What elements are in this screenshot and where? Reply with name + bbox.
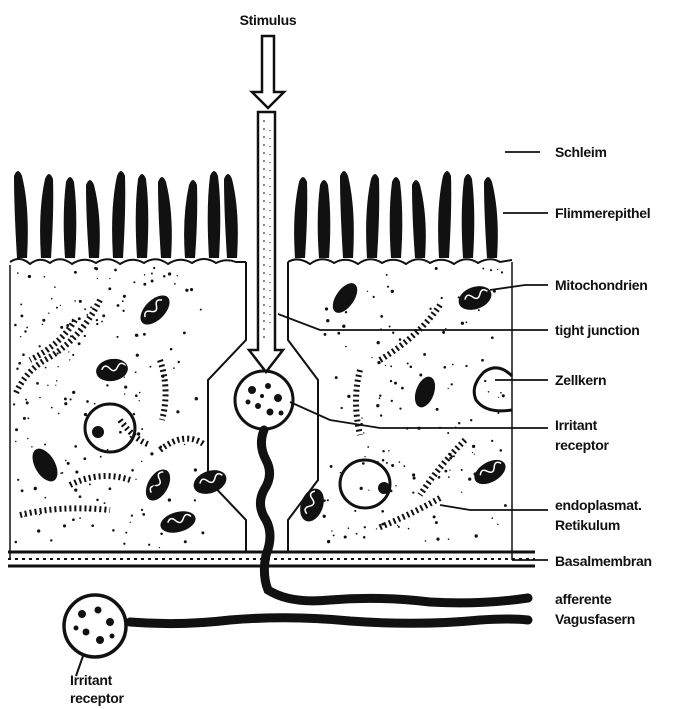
label-mitochondrien: Mitochondrien: [555, 277, 648, 293]
label-basalmembran: Basalmembran: [555, 553, 652, 569]
cilium: [14, 171, 28, 258]
cilium: [112, 171, 125, 258]
label-flimmerepithel: Flimmerepithel: [555, 205, 650, 221]
label-schleim: Schleim: [555, 144, 607, 160]
label-afferente-2: Vagusfasern: [555, 611, 635, 627]
afferent-vagus-fiber: [260, 430, 528, 603]
cilium: [158, 177, 172, 258]
label-stimulus: Stimulus: [240, 12, 297, 28]
mitochondrion: [470, 455, 509, 489]
label-irritant-receptor-2: receptor: [555, 437, 609, 453]
mitochondrion: [94, 356, 129, 383]
label-tight-junction: tight junction: [555, 322, 639, 338]
cilium: [64, 177, 77, 258]
label-afferente-1: afferente: [555, 591, 612, 607]
cilium: [136, 174, 149, 258]
cilium: [340, 171, 354, 258]
cilium: [318, 180, 331, 258]
cilium: [484, 177, 498, 258]
mitochondrion: [296, 485, 328, 524]
mitochondrion: [455, 282, 494, 314]
label-zellkern: Zellkern: [555, 372, 606, 388]
cilium: [184, 180, 197, 258]
label-bottom-receptor-2: receptor: [70, 690, 124, 706]
cilium: [294, 177, 307, 258]
mitochondrion: [135, 290, 175, 330]
mitochondrion: [411, 374, 439, 410]
vagus-fiber-lower: [130, 618, 528, 624]
cilia-layer: [14, 171, 498, 258]
cilium: [438, 171, 451, 258]
cilium: [208, 171, 221, 258]
cilium: [390, 177, 403, 258]
label-endoplasmat-1: endoplasmat.: [555, 497, 642, 513]
mitochondrion: [27, 444, 62, 485]
cilium: [412, 180, 426, 258]
free-irritant-receptor: [64, 595, 126, 676]
basal-membrane: [8, 552, 535, 566]
cilium: [40, 174, 53, 258]
cilium: [366, 174, 379, 258]
label-bottom-receptor-1: Irritant: [70, 672, 113, 688]
label-irritant-receptor-1: Irritant: [555, 417, 598, 433]
epithelium-surface-line: [10, 259, 512, 264]
stimulus-arrow: [249, 36, 284, 372]
irritant-receptor-cell-body: [235, 371, 293, 429]
mitochondrion: [328, 279, 362, 317]
cilium: [86, 180, 100, 258]
label-endoplasmat-2: Retikulum: [555, 517, 620, 533]
cilium: [462, 174, 475, 258]
cilium: [224, 174, 238, 258]
